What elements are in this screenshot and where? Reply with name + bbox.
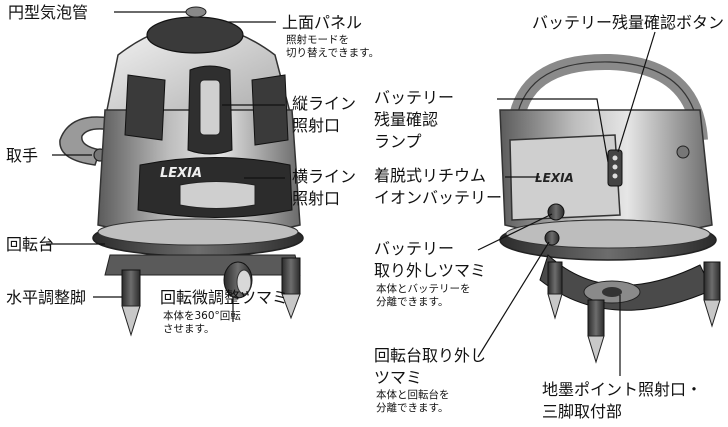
fine-knob-note-2: させます。 — [163, 323, 215, 335]
battery-label-1: 着脱式リチウム — [374, 166, 487, 185]
base-release-knob — [544, 230, 560, 246]
handle-label: 取手 — [6, 146, 39, 165]
horizontal-line-label-2: 照射口 — [292, 189, 341, 208]
battery-lamp-label-1: バッテリー — [374, 88, 455, 107]
plumb-point-label-1: 地墨ポイント照射口・ — [542, 380, 703, 399]
battery-release-knob — [547, 203, 565, 221]
battery-release-label-1: バッテリー — [374, 239, 455, 258]
leveling-foot-label: 水平調整脚 — [6, 288, 87, 307]
vertical-line-label-2: 照射口 — [292, 116, 341, 135]
battery-release-label-2: 取り外しツマミ — [374, 261, 487, 280]
horizontal-line-label-1: 横ライン — [292, 167, 357, 186]
battery-logo: LEXIA — [535, 171, 574, 185]
fine-knob-label: 回転微調整ツマミ — [160, 288, 289, 307]
brand-logo-text: LEXIA — [160, 166, 202, 181]
battery-release-note-2: 分離できます。 — [376, 296, 449, 308]
battery-pack — [509, 134, 621, 221]
top-panel-label: 上面パネル — [282, 13, 363, 32]
top-panel-note-2: 切り替えできます。 — [286, 47, 380, 59]
bubble-vial-label: 円型気泡管 — [8, 3, 89, 22]
right-foot-right — [703, 261, 721, 301]
base-release-label-2: ツマミ — [374, 368, 423, 387]
battery-check-button-label: バッテリー残量確認ボタン — [532, 13, 725, 32]
vertical-line-label-1: 縦ライン — [292, 94, 357, 113]
side-screw — [676, 145, 690, 159]
fine-knob-note-1: 本体を360°回転 — [163, 310, 241, 322]
battery-release-note-1: 本体とバッテリーを — [376, 283, 471, 295]
base-release-label-1: 回転台取り外し — [374, 346, 487, 365]
plumb-point-label-2: 三脚取付部 — [542, 402, 623, 421]
right-foot-left — [547, 261, 563, 295]
right-foot-front — [587, 299, 605, 337]
battery-label-2: イオンバッテリー — [374, 188, 503, 207]
leader-lines — [46, 11, 656, 376]
base-release-note-2: 分離できます。 — [376, 402, 449, 414]
leveling-foot-left — [121, 269, 141, 307]
rotating-base-label: 回転台 — [6, 235, 55, 254]
base-release-note-1: 本体と回転台を — [376, 389, 450, 401]
top-panel-note-1: 照射モードを — [286, 34, 349, 46]
laser-level-front-view: LEXIA — [59, 6, 304, 337]
laser-level-back-view: LEXIA — [499, 53, 721, 364]
battery-lamp-label-3: ランプ — [374, 132, 422, 151]
battery-lamp-label-2: 残量確認 — [374, 110, 439, 129]
